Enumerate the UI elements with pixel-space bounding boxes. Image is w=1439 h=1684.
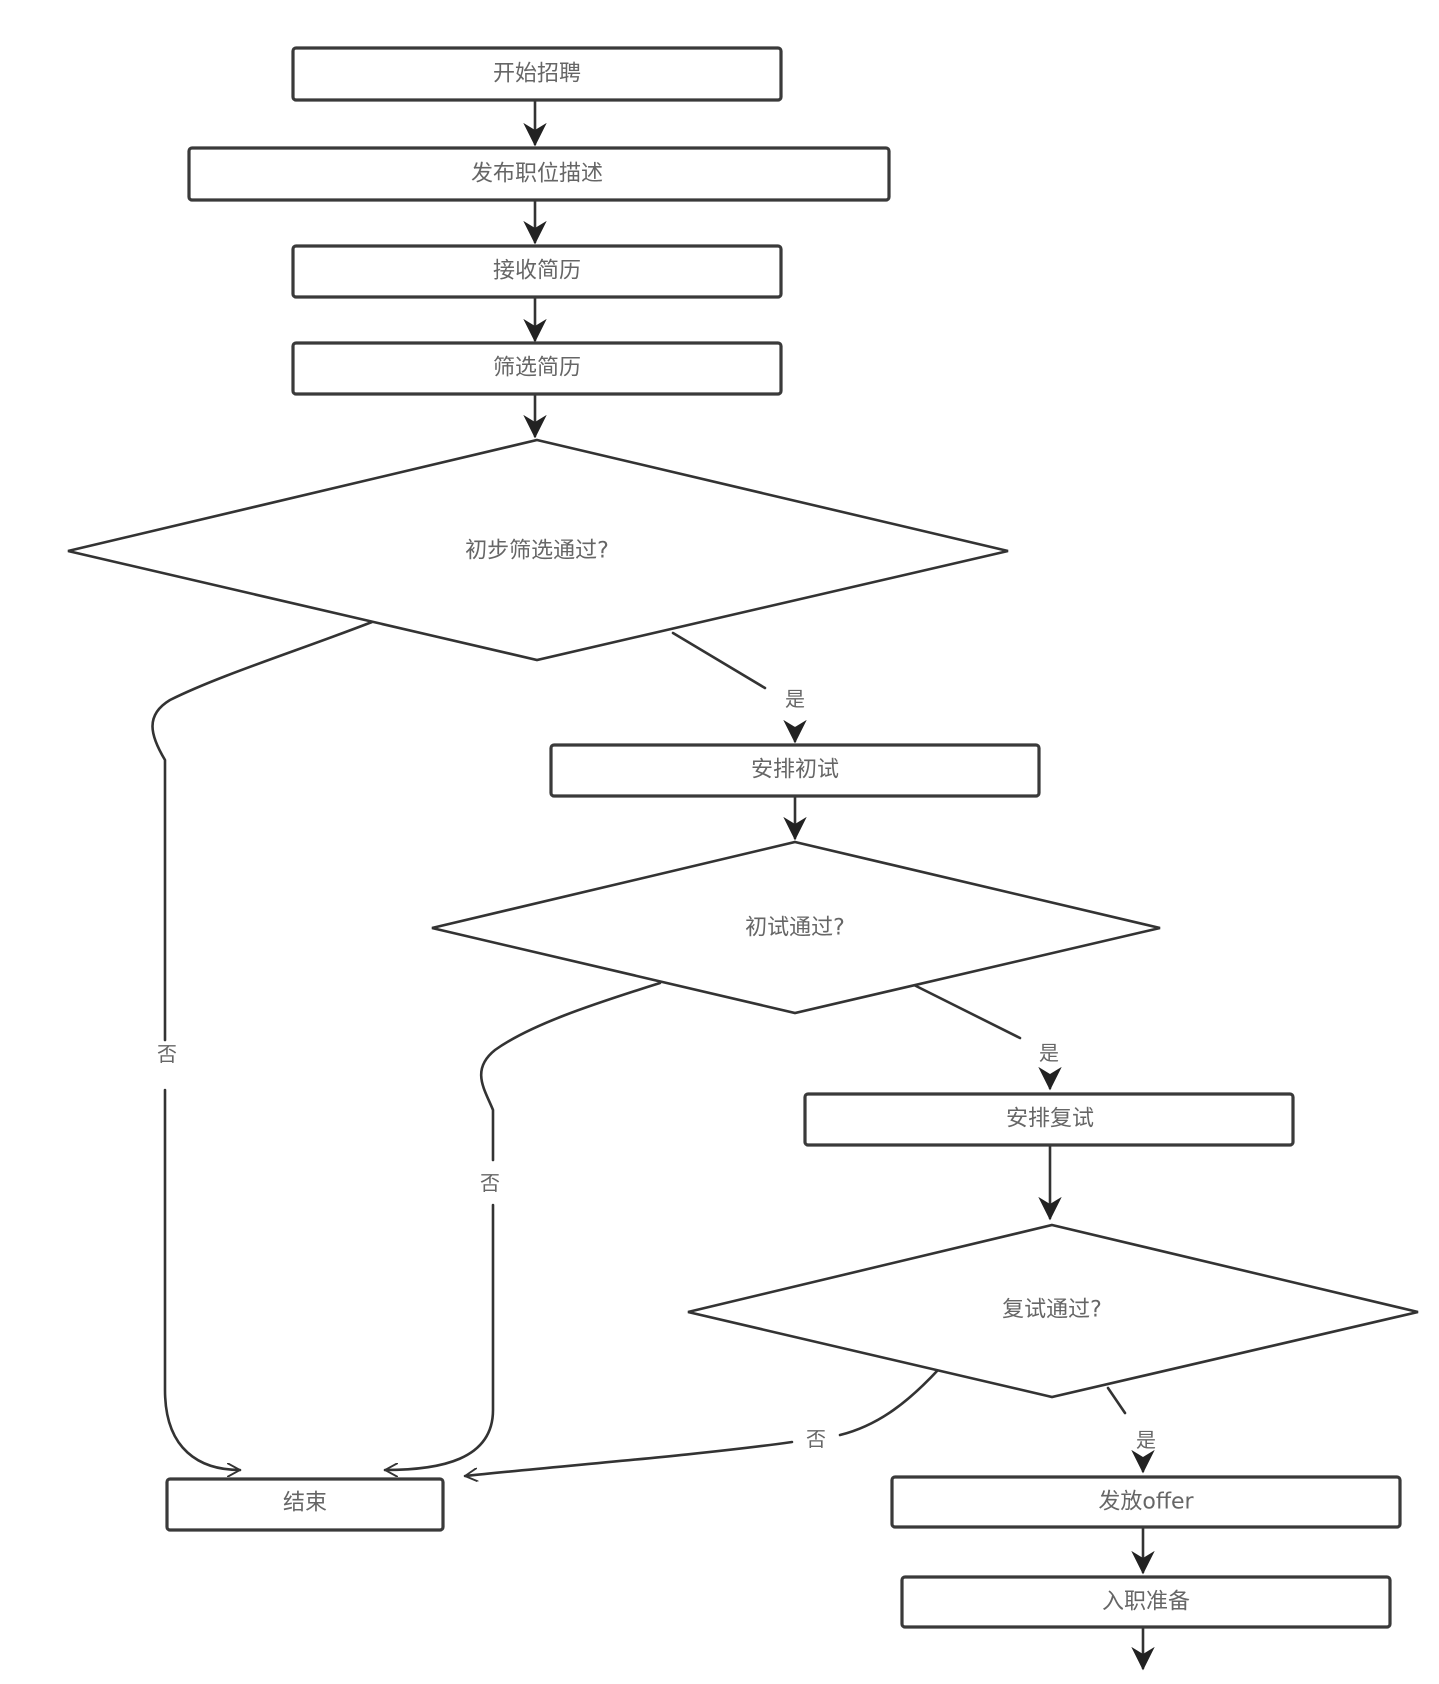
node-label: 发放offer [1098,1490,1194,1515]
node-second-interview: 安排复试 [803,1092,1295,1147]
node-publish-job: 发布职位描述 [187,146,891,202]
edge-label-yes: 是 [1136,1428,1156,1452]
edge-label-yes: 是 [1039,1041,1059,1065]
edge-d1-end [151,620,374,1470]
edge-d3-offer [1106,1386,1127,1415]
edge-d3-end [465,1368,940,1476]
node-onboarding-prep: 入职准备 [900,1575,1392,1629]
node-label: 结束 [283,1491,327,1516]
node-label: 发布职位描述 [471,162,603,187]
decision-first-interview: 初试通过? [431,840,1161,1015]
node-filter-resume: 筛选简历 [291,341,783,396]
node-send-offer: 发放offer [890,1475,1402,1529]
node-label: 安排复试 [1006,1107,1094,1132]
decision-label: 初试通过? [745,916,845,941]
node-label: 开始招聘 [493,62,581,87]
edge-d1-int1 [671,631,767,690]
edge-label-no: 否 [806,1427,826,1451]
edge-label-no: 否 [480,1171,500,1195]
node-receive-resume: 接收简历 [291,244,783,299]
node-start: 开始招聘 [291,46,783,102]
edge-label-yes: 是 [785,687,805,711]
edge-label-no: 否 [157,1042,177,1066]
decision-second-interview: 复试通过? [687,1223,1419,1399]
node-label: 安排初试 [751,758,839,783]
node-label: 入职准备 [1102,1590,1190,1615]
edge-d2-int2 [908,981,1022,1040]
decision-label: 复试通过? [1002,1298,1102,1323]
edge-d2-end [385,981,662,1470]
decision-label: 初步筛选通过? [465,539,609,564]
node-label: 接收简历 [493,259,581,284]
decision-initial-screening: 初步筛选通过? [67,438,1009,662]
node-label: 筛选简历 [493,356,581,381]
node-first-interview: 安排初试 [549,743,1041,798]
node-end: 结束 [165,1477,445,1532]
